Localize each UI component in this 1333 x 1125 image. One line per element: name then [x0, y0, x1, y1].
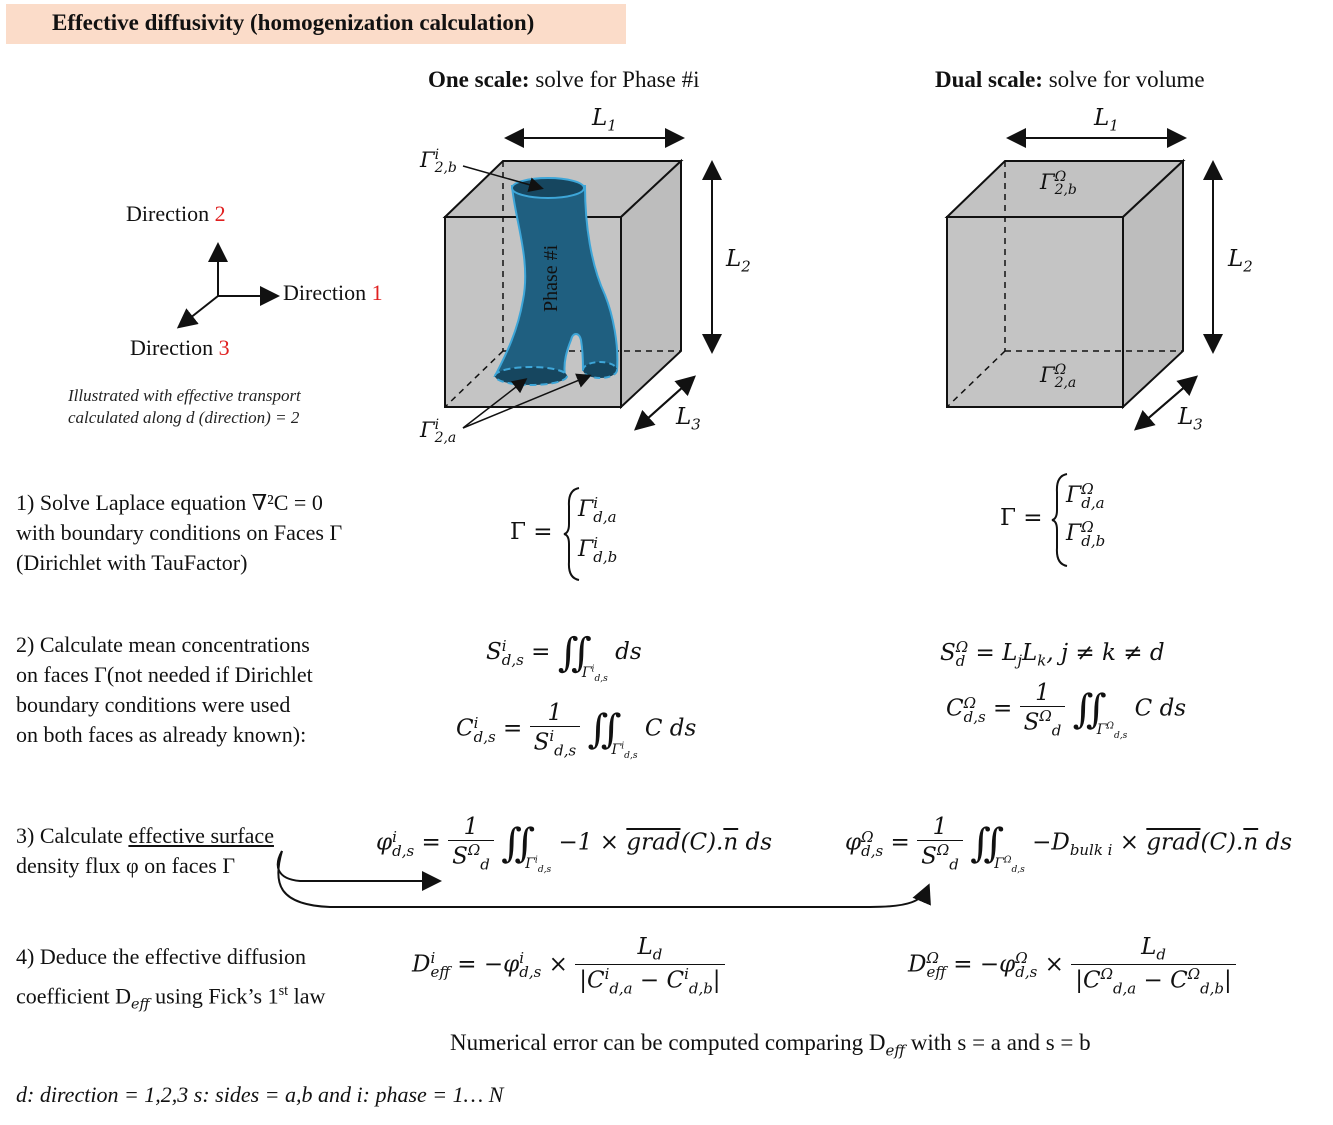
step2-text: 2) Calculate mean concentrations on face… [16, 632, 313, 747]
one-scale-L2: L2 [726, 246, 751, 276]
page-title: Effective diffusivity (homogenization ca… [52, 10, 535, 35]
phase-i-shape [493, 185, 619, 377]
step3-text: 3) Calculate effective surface density f… [16, 823, 274, 878]
footer-note: d: direction = 1,2,3 s: sides = a,b and … [16, 1082, 504, 1107]
illustration-note-line-2: calculated along d (direction) = 2 [68, 408, 300, 427]
step1-text: 1) Solve Laplace equation ∇²C = 0 with b… [16, 490, 343, 575]
phase-label: Phase #i [540, 244, 562, 312]
dual-scale-header: Dual scale: solve for volume [935, 67, 1205, 92]
dual-scale-cube [944, 128, 1223, 431]
one-scale-cube: Phase #i [442, 128, 722, 431]
numerical-error-note: Numerical error can be computed comparin… [450, 1030, 1091, 1060]
direction-axes-diagram [176, 242, 280, 329]
direction-3-arrow [176, 295, 219, 329]
right-brace [1051, 473, 1068, 567]
dual-scale-L2: L2 [1228, 246, 1253, 276]
one-scale-header: One scale: solve for Phase #i [428, 67, 700, 92]
step1-gamma-left-eq: Γ = [510, 519, 553, 545]
left-brace [563, 487, 580, 581]
direction-1-label: Direction 1 [283, 280, 383, 305]
title-banner [6, 4, 626, 44]
one-scale-L3: L3 [676, 404, 701, 434]
dual-cube-front-face [946, 216, 1124, 408]
step3-connector-arrows [276, 850, 931, 908]
dual-scale-L3: L3 [1178, 404, 1203, 434]
illustration-note-line-1: Illustrated with effective transport [68, 386, 301, 405]
direction-3-label: Direction 3 [130, 335, 230, 360]
one-scale-L1: L1 [592, 105, 617, 135]
step4-text: 4) Deduce the effective diffusion coeffi… [16, 944, 326, 1013]
step1-gamma-right-eq: Γ = [1000, 505, 1043, 531]
direction-2-label: Direction 2 [126, 201, 226, 226]
dual-scale-L1: L1 [1094, 105, 1119, 135]
